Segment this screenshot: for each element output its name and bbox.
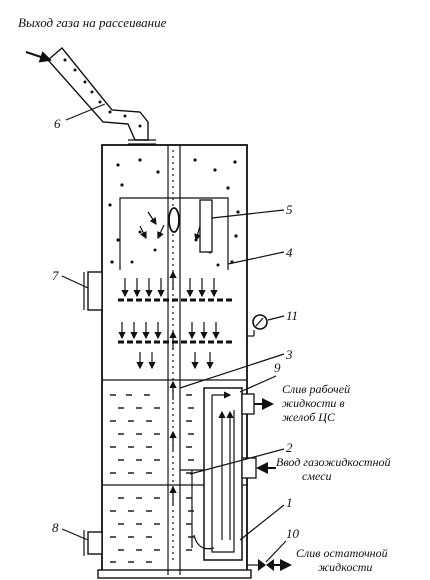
work-drain-outlet xyxy=(241,393,274,415)
middle-tray xyxy=(118,322,232,370)
label-6: 6 xyxy=(54,116,61,131)
work-drain-label-1: Слив рабочей xyxy=(282,382,350,396)
rest-drain-label-1: Слив остаточной xyxy=(296,546,388,560)
central-pipe xyxy=(167,145,181,575)
liquid-dashes xyxy=(110,394,194,563)
label-4: 4 xyxy=(286,245,293,260)
inlet-label-2: смеси xyxy=(302,469,331,483)
work-drain-label-3: желоб ЦС xyxy=(282,410,336,424)
baffle xyxy=(119,197,229,270)
element-5 xyxy=(168,199,213,253)
gas-exit-label: Выход газа на рассеивание xyxy=(18,15,167,30)
drain-valve xyxy=(247,559,292,571)
work-drain-label-2: жидкости в xyxy=(282,396,345,410)
pressure-gauge xyxy=(247,314,268,337)
label-10: 10 xyxy=(286,526,300,541)
rest-drain-label-2: жидкости xyxy=(318,560,372,574)
upper-tray xyxy=(118,278,232,302)
label-2: 2 xyxy=(286,440,293,455)
label-9: 9 xyxy=(274,360,281,375)
nozzle-8 xyxy=(83,530,103,556)
label-5: 5 xyxy=(286,202,293,217)
label-7: 7 xyxy=(52,268,59,283)
nozzle-7 xyxy=(83,271,103,311)
label-11: 11 xyxy=(286,308,298,323)
label-1: 1 xyxy=(286,495,293,510)
label-3: 3 xyxy=(285,347,293,362)
gas-dots xyxy=(108,158,240,264)
inlet-label-1: Ввод газожидкостной xyxy=(276,455,391,469)
mixture-inlet xyxy=(241,457,276,479)
label-8: 8 xyxy=(52,520,59,535)
drain-compartment xyxy=(180,387,243,561)
gas-outlet-pipe xyxy=(25,46,156,145)
